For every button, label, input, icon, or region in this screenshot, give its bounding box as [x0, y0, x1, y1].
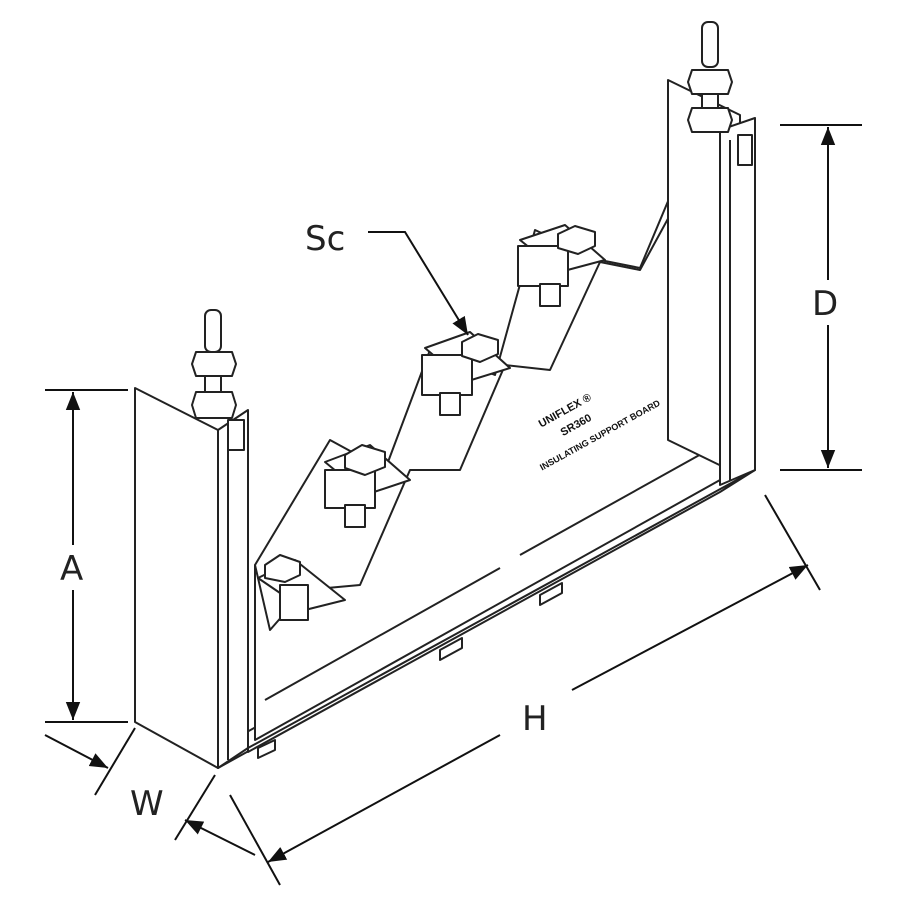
- clamp-1: [257, 554, 346, 621]
- dimension-a: A: [45, 389, 128, 723]
- dimension-h-label: H: [522, 699, 548, 739]
- right-threaded-rod: [687, 21, 733, 133]
- sc-callout: Sc: [305, 219, 469, 336]
- clamp-3: [421, 331, 511, 416]
- dimension-d-label: D: [812, 284, 838, 324]
- right-end-panel: [667, 79, 756, 486]
- sc-label: Sc: [305, 219, 345, 259]
- dimension-w-label: W: [130, 784, 164, 824]
- clamp-4: [517, 224, 606, 307]
- stepped-board: [254, 124, 726, 741]
- dimension-a-label: A: [60, 549, 83, 589]
- left-threaded-rod: [191, 309, 237, 419]
- left-end-panel: [134, 387, 249, 769]
- dimension-h: H: [229, 494, 821, 886]
- clamp-2: [324, 444, 411, 528]
- dimension-w: W: [44, 727, 256, 856]
- dimension-d: D: [780, 124, 862, 471]
